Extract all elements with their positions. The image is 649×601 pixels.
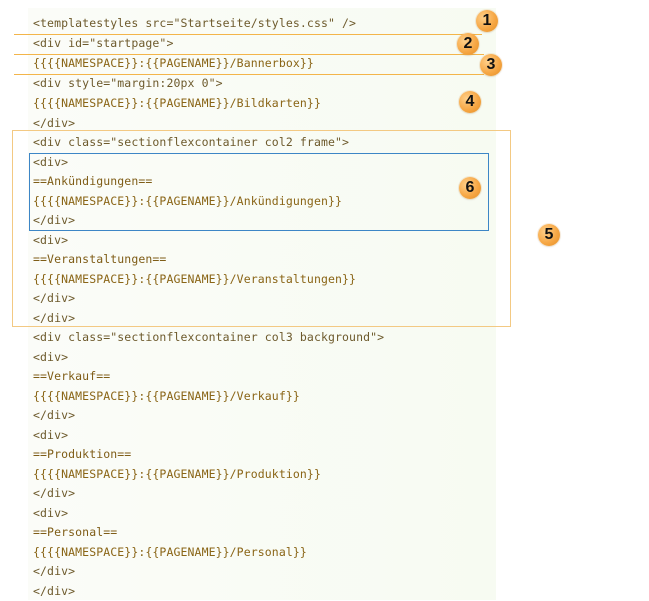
code-line-15: </div>: [33, 291, 76, 305]
code-line-12: <div>: [33, 233, 69, 247]
code-line-6: </div>: [33, 116, 76, 130]
code-line-9: ==Ankündigungen==: [33, 174, 153, 188]
code-line-16: </div>: [33, 311, 76, 325]
code-line-5: {{{{NAMESPACE}}:{{PAGENAME}}/Bildkarten}…: [33, 96, 321, 110]
code-line-14: {{{{NAMESPACE}}:{{PAGENAME}}/Veranstaltu…: [33, 272, 357, 286]
code-line-1: <templatestyles src="Startseite/styles.c…: [33, 16, 357, 30]
code-line-26: <div>: [33, 506, 69, 520]
code-line-8: <div>: [33, 155, 69, 169]
callout-badge-4: 4: [459, 91, 481, 113]
code-line-4: <div style="margin:20px 0">: [33, 76, 223, 90]
code-line-7: <div class="sectionflexcontainer col2 fr…: [33, 135, 350, 149]
code-line-22: <div>: [33, 428, 69, 442]
code-line-23: ==Produktion==: [33, 447, 132, 461]
code-line-19: ==Verkauf==: [33, 369, 111, 383]
announcement-frame: [29, 153, 489, 231]
code-line-3: {{{{NAMESPACE}}:{{PAGENAME}}/Bannerbox}}: [33, 56, 314, 70]
callout-badge-5: 5: [538, 224, 560, 246]
callout-badge-6: 6: [459, 177, 481, 199]
code-line-11: </div>: [33, 213, 76, 227]
code-line-24: {{{{NAMESPACE}}:{{PAGENAME}}/Produktion}…: [33, 467, 321, 481]
code-background: [28, 8, 496, 600]
callout-badge-3: 3: [480, 54, 502, 76]
code-line-13: ==Veranstaltungen==: [33, 252, 167, 266]
divider-line-3: [14, 74, 484, 75]
callout-badge-2: 2: [457, 33, 479, 55]
divider-line-1: [14, 34, 482, 35]
code-line-30: </div>: [33, 584, 76, 598]
code-line-28: {{{{NAMESPACE}}:{{PAGENAME}}/Personal}}: [33, 545, 307, 559]
code-line-17: <div class="sectionflexcontainer col3 ba…: [33, 330, 385, 344]
code-line-20: {{{{NAMESPACE}}:{{PAGENAME}}/Verkauf}}: [33, 389, 300, 403]
code-line-27: ==Personal==: [33, 525, 118, 539]
divider-line-2: [14, 54, 484, 55]
code-line-25: </div>: [33, 486, 76, 500]
callout-badge-1: 1: [476, 10, 498, 32]
code-line-29: </div>: [33, 564, 76, 578]
code-line-10: {{{{NAMESPACE}}:{{PAGENAME}}/Ankündigung…: [33, 194, 343, 208]
code-line-2: <div id="startpage">: [33, 36, 174, 50]
code-line-21: </div>: [33, 408, 76, 422]
section-frame-col2: [12, 130, 511, 327]
code-line-18: <div>: [33, 350, 69, 364]
